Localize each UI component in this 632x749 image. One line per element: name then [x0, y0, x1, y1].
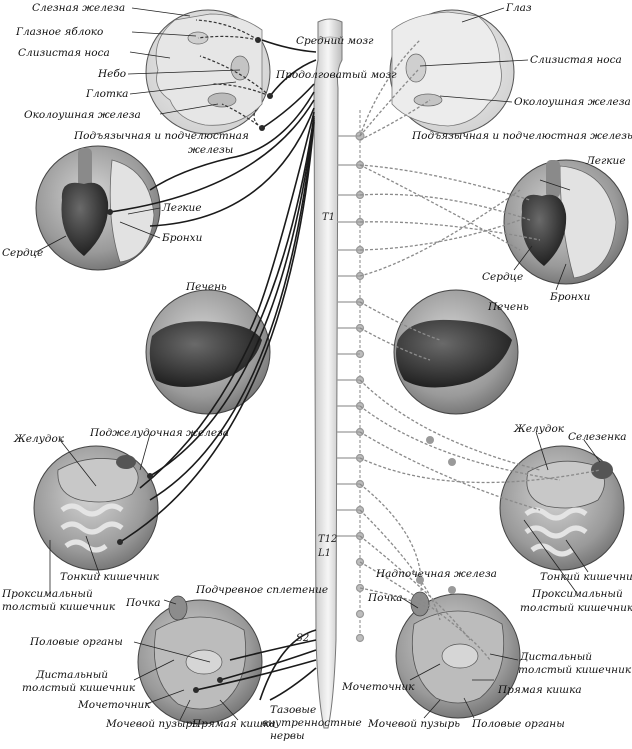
right-ganglia: [416, 436, 456, 594]
label-kidney-right: Почка: [367, 592, 403, 604]
label-eyeball: Глазное яблоко: [15, 26, 103, 38]
spinal-cord: [313, 18, 345, 729]
left-gut-disc: [33, 445, 159, 571]
left-pelvis-disc: [137, 595, 263, 725]
label-proximal-colon-right-1: Проксимальный: [531, 588, 623, 600]
label-rectum-left: Прямая кишка: [191, 718, 276, 730]
left-nerve-pathways: [109, 39, 317, 701]
label-hypogastric-plexus: Подчревное сплетение: [195, 584, 328, 596]
leader-lines: [35, 7, 601, 721]
label-distal-colon-right-1: Дистальный: [519, 651, 592, 663]
label-bladder-left: Мочевой пузырь: [105, 718, 198, 730]
left-head-disc: [145, 9, 271, 135]
label-stomach-left: Желудок: [13, 433, 65, 445]
label-proximal-colon-left-1: Проксимальный: [1, 588, 93, 600]
label-pelvic-nerves-3: нервы: [270, 730, 305, 742]
label-t12: T12: [318, 534, 337, 545]
label-small-intestine-right: Тонкий кишечник: [540, 571, 632, 583]
label-distal-colon-right-2: толстый кишечник: [518, 664, 632, 676]
label-rectum-right: Прямая кишка: [497, 684, 582, 696]
label-proximal-colon-left-2: толстый кишечник: [2, 601, 116, 613]
label-heart-right: Сердце: [482, 271, 523, 283]
label-lacrimal-gland: Слезная железа: [32, 2, 125, 14]
label-pancreas: Поджелудочная железа: [89, 427, 229, 439]
right-liver-disc: [393, 289, 519, 415]
right-nerve-pathways: [359, 39, 601, 661]
label-stomach-right: Желудок: [513, 423, 565, 435]
label-lungs-right: Легкие: [585, 155, 626, 167]
label-l1: L1: [317, 548, 331, 559]
right-head-disc: [389, 9, 515, 135]
left-heart-disc: [35, 145, 161, 271]
label-sublingual-left-2: железы: [188, 144, 233, 156]
right-gut-disc: [499, 445, 625, 571]
label-bladder-right: Мочевой пузырь: [367, 718, 460, 730]
label-distal-colon-left-1: Дистальный: [35, 669, 108, 681]
label-pelvic-nerves-1: Тазовые: [270, 704, 316, 716]
label-ureter-right: Мочеточник: [341, 681, 415, 693]
label-small-intestine-left: Тонкий кишечник: [60, 571, 160, 583]
label-pelvic-nerves-2: внутренностные: [262, 717, 362, 729]
label-eye: Глаз: [505, 2, 532, 14]
label-bronchi-right: Бронхи: [549, 291, 591, 303]
left-head-dotted-paths: [195, 19, 271, 129]
label-liver-left: Печень: [185, 281, 227, 293]
label-palate: Небо: [97, 68, 126, 80]
label-spleen: Селезенка: [568, 431, 627, 443]
label-nasal-mucosa-right: Слизистая носа: [530, 54, 622, 66]
label-medulla: Продолговатый мозг: [275, 69, 397, 81]
label-midbrain: Средний мозг: [296, 35, 374, 47]
label-t1: T1: [322, 212, 335, 223]
label-liver-right: Печень: [487, 301, 529, 313]
label-heart-left: Сердце: [2, 247, 43, 259]
label-s2: S2: [296, 633, 309, 644]
right-pelvis-disc: [395, 591, 521, 719]
left-liver-disc: [145, 289, 271, 415]
label-genitals-left: Половые органы: [29, 636, 123, 648]
right-heart-disc: [503, 159, 629, 285]
label-parotid-left: Околоушная железа: [24, 109, 141, 121]
label-adrenal: Надпочечная железа: [375, 568, 497, 580]
label-kidney-left: Почка: [125, 597, 161, 609]
label-proximal-colon-right-2: толстый кишечник: [520, 602, 632, 614]
label-lungs-left: Легкие: [161, 202, 202, 214]
label-ureter-left: Мочеточник: [77, 699, 151, 711]
sympathetic-chain: [337, 110, 365, 643]
label-genitals-right: Половые органы: [471, 718, 565, 730]
label-sublingual-right: Подъязычная и подчелюстная железы: [411, 130, 632, 142]
label-pharynx: Глотка: [85, 88, 128, 100]
label-sublingual-left-1: Подъязычная и подчелюстная: [73, 130, 249, 142]
label-parotid-right: Околоушная железа: [514, 96, 631, 108]
label-nasal-mucosa-left: Слизистая носа: [18, 47, 110, 59]
label-distal-colon-left-2: толстый кишечник: [22, 682, 136, 694]
label-bronchi-left: Бронхи: [161, 232, 203, 244]
